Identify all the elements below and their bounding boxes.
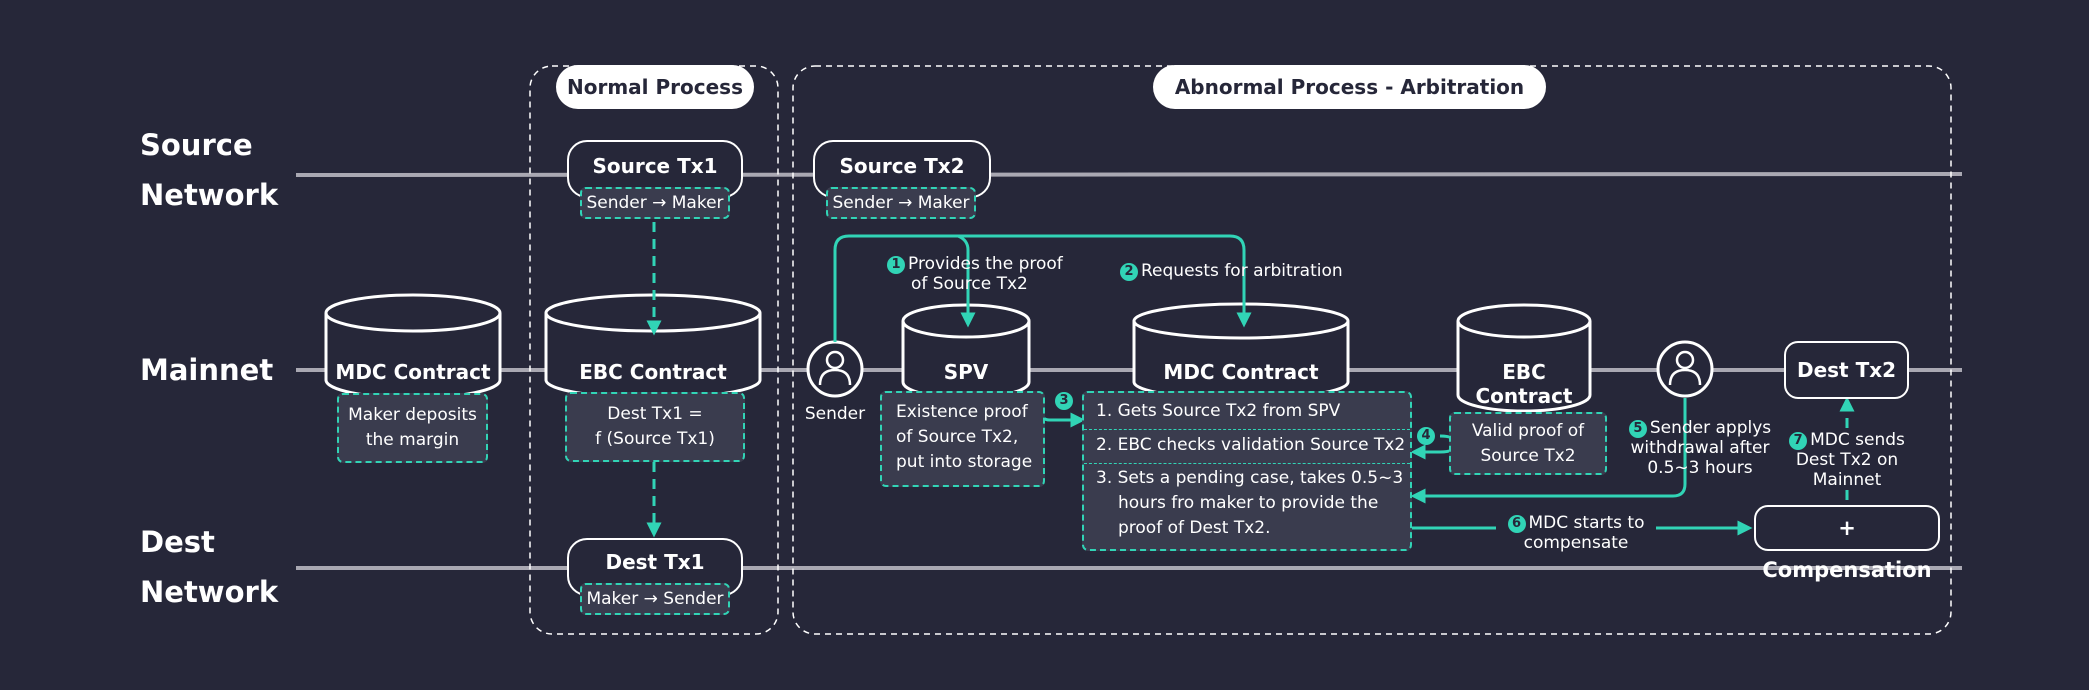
mdc-contract-left-cylinder (324, 293, 502, 400)
source-tx2-note: Sender → Maker (826, 187, 976, 219)
dest-tx1-note: Maker → Sender (580, 583, 730, 615)
spv-cylinder (901, 303, 1031, 400)
lane-label-mainnet: Mainnet (140, 353, 274, 387)
sender-label: Sender (804, 404, 866, 424)
ebc-contract-abnormal-cylinder (1456, 303, 1592, 413)
step-7-badge: 7 (1789, 432, 1808, 450)
mdc-step-3-line-3: proof of Dest Tx2. (1118, 518, 1271, 538)
normal-process-title: Normal Process (556, 65, 754, 109)
ebc-contract-normal-note: Dest Tx1 =f (Source Tx1) (565, 392, 745, 462)
mdc-contract-abnormal-label: MDC Contract (1163, 360, 1319, 384)
step-1-badge: 1 (887, 256, 905, 274)
step-5-badge: 5 (1628, 420, 1647, 438)
dest-tx2-box: Dest Tx2 (1784, 341, 1909, 399)
mdc-step-1: 1. Gets Source Tx2 from SPV (1096, 401, 1341, 421)
mdc-step-2: 2. EBC checks validation Source Tx2 (1096, 435, 1406, 455)
sender-request-path (833, 234, 1252, 342)
spv-label: SPV (943, 360, 989, 384)
source-network-lane-line (295, 172, 1963, 177)
compensation-box: + Compensation (1754, 505, 1940, 582)
mdc-contract-abnormal-cylinder (1132, 302, 1350, 401)
sender-withdrawal-path (1410, 398, 1687, 504)
step-4-badge-holder: 4 (1417, 425, 1438, 445)
step-3-badge-holder: 3 (1055, 390, 1076, 410)
mdc-step-3-line-2: hours fro maker to provide the (1118, 493, 1379, 513)
ebc-contract-normal-label: EBC Contract (579, 360, 727, 384)
step-6-badge: 6 (1507, 515, 1526, 533)
user-icon (1656, 340, 1714, 398)
source-tx1-note: Sender → Maker (580, 187, 730, 219)
mdc-step-3-line-1: 3. Sets a pending case, takes 0.5~3 (1096, 468, 1404, 488)
spv-to-mdc-arrow (1040, 409, 1086, 428)
mdc-steps-list: 1. Gets Source Tx2 from SPV 2. EBC check… (1082, 391, 1412, 551)
mdc-contract-left-label: MDC Contract (335, 360, 491, 384)
step-4-badge: 4 (1417, 427, 1435, 445)
abnormal-process-title: Abnormal Process - Arbitration (1153, 65, 1546, 109)
user-icon (806, 340, 864, 398)
step-2-badge: 2 (1120, 263, 1138, 281)
proof-to-spv-path (957, 234, 976, 328)
step-3-badge: 3 (1055, 392, 1073, 410)
abnormal-process-frame (792, 65, 1952, 635)
